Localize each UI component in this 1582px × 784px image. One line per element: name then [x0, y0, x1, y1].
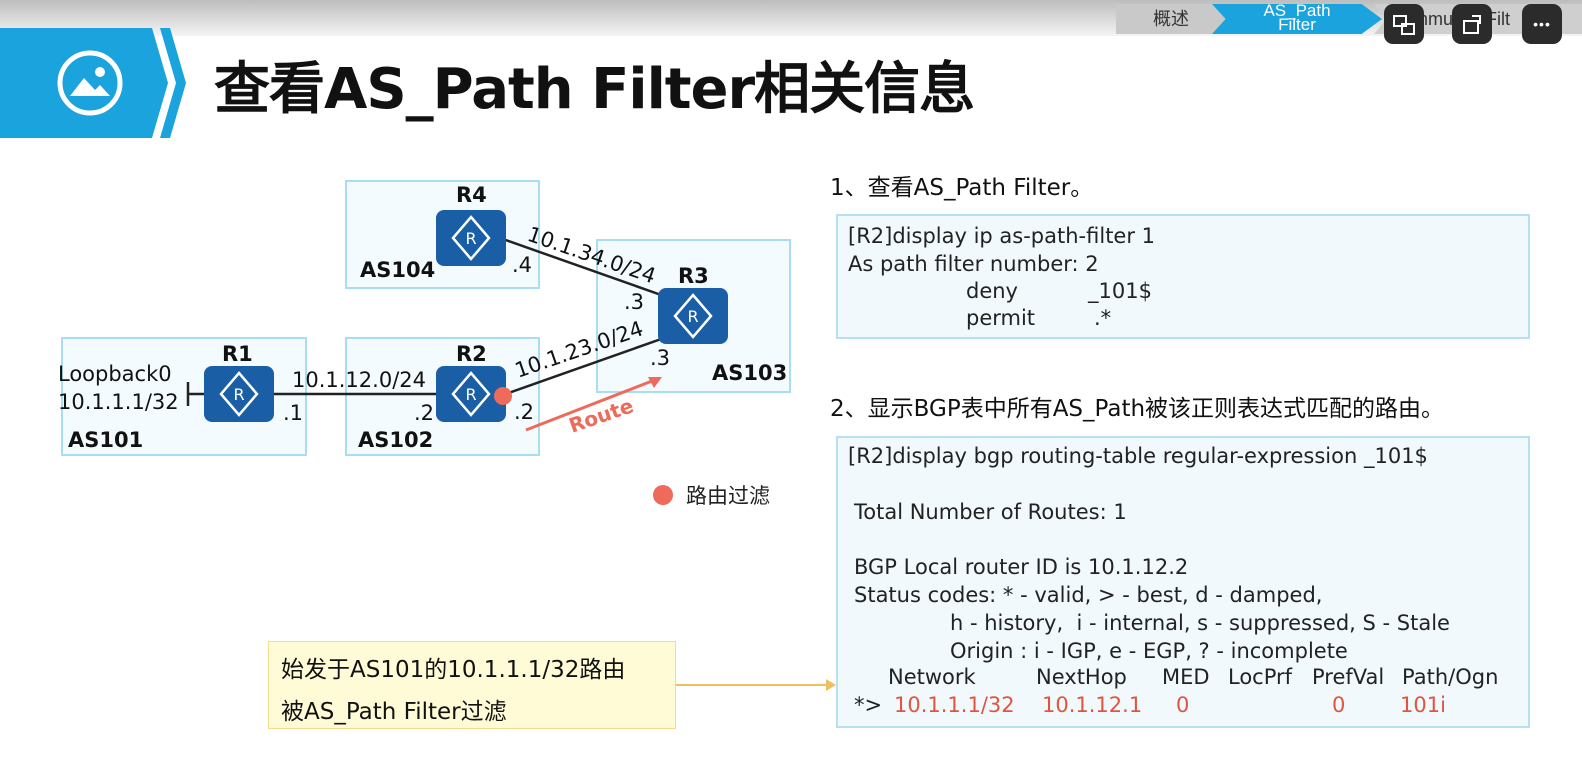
table-cell-flags: *> [854, 693, 883, 717]
section-banner [0, 28, 186, 138]
console-line: _101$ [1088, 279, 1152, 303]
note-arrow-line [676, 684, 828, 686]
console-line: h - history, i - internal, s - suppresse… [950, 611, 1450, 635]
svg-text:R: R [687, 307, 698, 326]
console-line: BGP Local router ID is 10.1.12.2 [854, 555, 1189, 579]
table-header: Network [888, 665, 976, 689]
console-line: Status codes: * - valid, > - best, d - d… [854, 583, 1323, 607]
router-r3-label: R3 [678, 264, 709, 288]
table-cell-network: 10.1.1.1/32 [894, 693, 1015, 717]
more-icon[interactable]: ••• [1522, 4, 1562, 44]
panel2-console: [R2]display bgp routing-table regular-ex… [836, 436, 1530, 728]
note-line-2: 被AS_Path Filter过滤 [281, 699, 507, 725]
nav-item-overview[interactable]: 概述 [1116, 4, 1226, 34]
console-line: Origin : i - IGP, e - EGP, ? - incomplet… [950, 639, 1348, 663]
iface-r3-top: .3 [624, 290, 645, 314]
table-cell-prefval: 0 [1332, 693, 1346, 717]
svg-text:R: R [233, 385, 244, 404]
translate-icon[interactable] [1384, 4, 1424, 44]
console-line: As path filter number: 2 [848, 252, 1099, 276]
table-cell-med: 0 [1176, 693, 1190, 717]
svg-text:R: R [465, 229, 476, 248]
image-icon [57, 50, 123, 116]
console-line: deny [966, 279, 1018, 303]
router-r2-label: R2 [456, 342, 487, 366]
console-line: [R2]display ip as-path-filter 1 [848, 224, 1156, 248]
legend-dot-icon [653, 485, 673, 505]
legend-label: 路由过滤 [686, 484, 770, 508]
table-header: PrefVal [1312, 665, 1385, 689]
console-line: permit [966, 306, 1036, 330]
panel1-console: [R2]display ip as-path-filter 1 As path … [836, 214, 1530, 339]
console-line: Total Number of Routes: 1 [854, 500, 1127, 524]
table-header: LocPrf [1228, 665, 1293, 689]
route-filter-marker [494, 387, 512, 405]
panel2-heading: 2、显示BGP表中所有AS_Path被该正则表达式匹配的路由。 [830, 396, 1445, 422]
router-r4-label: R4 [456, 183, 487, 207]
router-r3-icon: R [658, 288, 728, 344]
as103-label: AS103 [712, 361, 788, 385]
route-arrow [525, 379, 653, 432]
page-title: 查看AS_Path Filter相关信息 [214, 57, 975, 122]
note-arrow-head-icon [826, 679, 836, 691]
iface-r4: .4 [512, 253, 533, 277]
iface-r3-bottom: .3 [650, 346, 671, 370]
table-cell-nexthop: 10.1.12.1 [1042, 693, 1143, 717]
router-r1-label: R1 [222, 342, 253, 366]
loopback-ip: 10.1.1.1/32 [58, 390, 179, 414]
panel1-heading: 1、查看AS_Path Filter。 [830, 175, 1094, 201]
note-callout: 始发于AS101的10.1.1.1/32路由 被AS_Path Filter过滤 [268, 641, 676, 729]
table-header: Path/Ogn [1402, 665, 1499, 689]
rotate-icon[interactable] [1452, 4, 1492, 44]
iface-r2-right: .2 [514, 400, 535, 424]
svg-text:R: R [465, 385, 476, 404]
console-line: .* [1094, 306, 1112, 330]
as104-label: AS104 [360, 258, 436, 282]
as102-label: AS102 [358, 428, 434, 452]
iface-r2-left: .2 [414, 401, 435, 425]
note-line-1: 始发于AS101的10.1.1.1/32路由 [281, 657, 626, 683]
router-r4-icon: R [436, 210, 506, 266]
console-line: [R2]display bgp routing-table regular-ex… [848, 444, 1428, 468]
link-r2-r3 [499, 336, 665, 398]
router-r1-icon: R [204, 366, 274, 422]
iface-r1: .1 [283, 401, 304, 425]
loopback-name: Loopback0 [58, 362, 172, 386]
link-r4-r3 [499, 236, 665, 298]
as101-label: AS101 [68, 428, 144, 452]
table-cell-path: 101i [1400, 693, 1446, 717]
link-r1-r2-label: 10.1.12.0/24 [292, 368, 426, 392]
table-header: MED [1162, 665, 1210, 689]
table-header: NextHop [1036, 665, 1127, 689]
router-r2-icon: R [436, 366, 506, 422]
network-diagram: R R R R 10.1.23.0/24 10.1.34.0/24 Route [61, 180, 791, 456]
